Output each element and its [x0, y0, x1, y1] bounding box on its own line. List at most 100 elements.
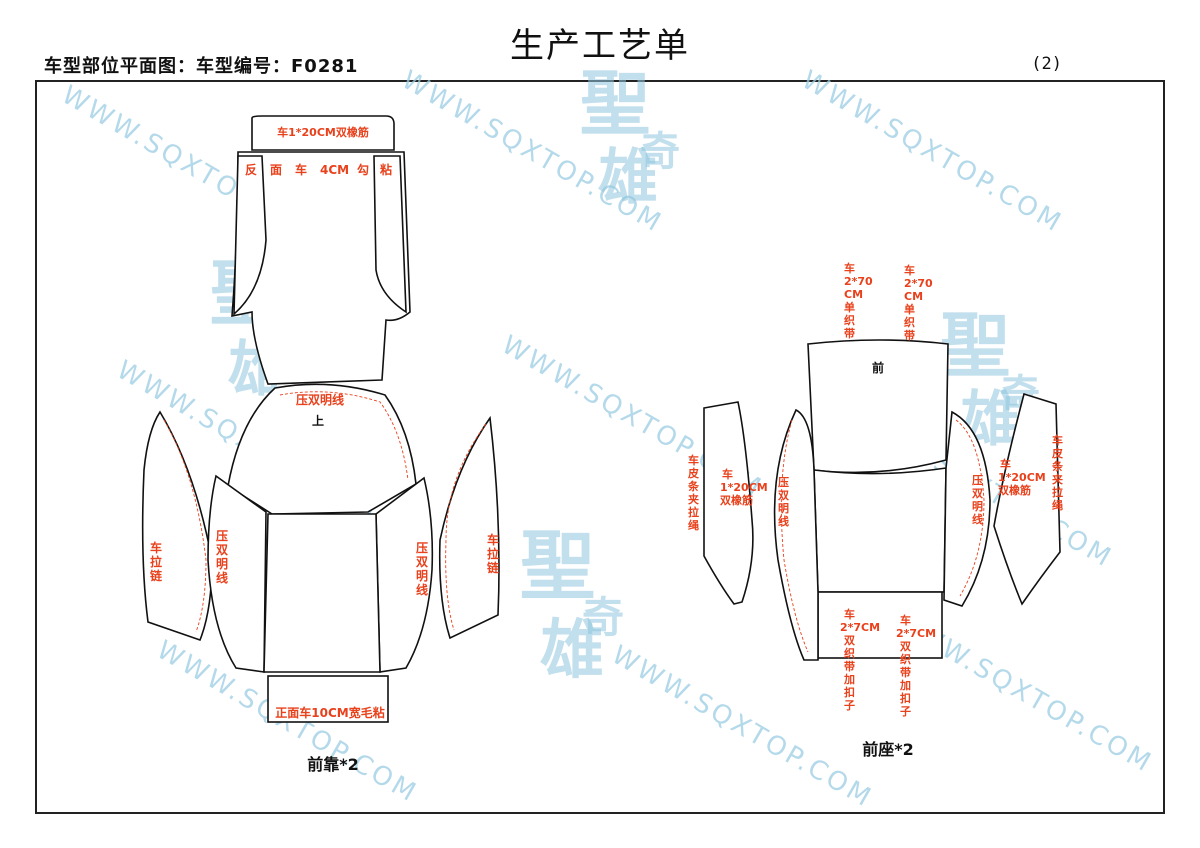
far-right-2: 皮	[1051, 446, 1063, 460]
left-seam-2: 双	[778, 489, 789, 502]
inner-left-label-4: 线	[216, 570, 228, 585]
far-left-3: 条	[687, 479, 700, 493]
far-right-3: 条	[1051, 459, 1064, 473]
inner-right-label-4: 线	[416, 582, 428, 597]
right-elastic-1: 车	[1000, 457, 1011, 471]
far-right-side-panel	[993, 392, 1061, 606]
inner-left-label: 压 双 明 线	[216, 529, 228, 585]
left-wing-label-3: 链	[150, 568, 163, 583]
bottom-left-3: 双	[844, 634, 855, 647]
back-band-label-4: 4CM	[320, 163, 349, 177]
strap-left-1: 车	[844, 261, 855, 275]
far-right-label: 车 皮 条 夹 拉 绳	[1051, 433, 1064, 512]
watermark-logo-1b: 雄	[598, 143, 658, 213]
left-elastic-label: 车 1*20CM 双橡筋	[720, 467, 768, 507]
far-left-label: 车 皮 条 夹 拉 绳	[687, 453, 700, 532]
strap-right-2: 2*70	[904, 277, 933, 290]
watermark-logo-1a: 聖	[580, 62, 650, 145]
bottom-velcro-strip	[267, 675, 389, 723]
far-right-6: 绳	[1052, 498, 1063, 512]
right-wing-label-3: 链	[487, 560, 500, 575]
seat-middle-panel	[813, 467, 947, 593]
watermark-logo-4a: 聖	[940, 304, 1010, 387]
strap-left-6: 带	[844, 326, 855, 340]
back-band-label-5: 勾	[357, 162, 369, 177]
top-elastic-strip	[251, 115, 395, 151]
right-elastic-label: 车 1*20CM 双橡筋	[998, 457, 1046, 497]
inner-left-label-1: 压	[216, 529, 228, 543]
right-seam-2: 双	[972, 487, 983, 500]
bottom-left-label: 车 2*7CM 双 织 带 加 扣 子	[840, 607, 880, 712]
right-elastic-3: 双橡筋	[998, 483, 1031, 497]
left-seam-3: 明	[778, 502, 789, 515]
bottom-right-4: 织	[900, 652, 911, 666]
bottom-left-4: 织	[844, 646, 855, 660]
front-backrest-group	[141, 115, 500, 723]
bottom-left-7: 扣	[844, 685, 855, 699]
upper-panel-seam	[279, 391, 409, 481]
far-left-1: 车	[688, 453, 699, 467]
bottom-left-8: 子	[844, 699, 855, 712]
upper-panel-mark: 上	[312, 413, 324, 428]
inner-right-label-3: 明	[416, 569, 428, 583]
bottom-right-8: 子	[900, 705, 911, 718]
front-seat-group	[703, 339, 1061, 661]
left-elastic-1: 车	[722, 467, 733, 481]
bottom-left-1: 车	[844, 607, 855, 621]
back-panel-right-flap	[373, 155, 407, 314]
right-seam-3: 明	[972, 500, 983, 513]
strap-left-label: 车 2*70 CM 单 织 带	[844, 261, 873, 340]
watermark-url-8: WWW.SQXTOP.COM	[607, 640, 878, 814]
far-right-5: 拉	[1052, 485, 1063, 499]
right-wing-seam	[445, 423, 487, 631]
bottom-right-6: 加	[899, 678, 911, 692]
inner-left-panel	[207, 474, 267, 673]
back-band-labels: 反 面 车 4CM 勾 粘	[245, 162, 392, 177]
far-left-4: 夹	[688, 492, 699, 506]
right-seam-4: 线	[972, 512, 983, 526]
far-left-side-panel	[703, 401, 754, 605]
left-side-seam	[780, 419, 809, 653]
left-wing-label-1: 车	[150, 540, 162, 555]
back-band-label-1: 反	[245, 162, 257, 177]
far-left-5: 拉	[688, 505, 699, 519]
back-band-label-6: 粘	[380, 162, 392, 177]
strap-left-5: 织	[844, 313, 855, 327]
seat-bottom-panel	[817, 591, 943, 659]
inner-left-label-3: 明	[216, 557, 228, 571]
seat-top-mark: 前	[872, 360, 884, 375]
far-left-6: 绳	[688, 518, 699, 532]
backrest-caption: 前靠*2	[307, 755, 359, 774]
inner-left-label-2: 双	[216, 543, 228, 557]
left-elastic-2: 1*20CM	[720, 481, 768, 494]
right-wing-panel	[438, 415, 500, 640]
strap-left-4: 单	[844, 300, 855, 314]
inner-right-label-1: 压	[416, 541, 428, 555]
right-wing-label: 车 拉 链	[487, 532, 500, 575]
inner-right-panel	[375, 476, 434, 673]
strap-right-4: 单	[904, 302, 915, 316]
watermark-logo-3a: 聖	[520, 522, 595, 610]
far-right-1: 车	[1052, 433, 1063, 447]
upper-panel	[227, 383, 417, 515]
watermark-layer: WWW.SQXTOP.COM WWW.SQXTOP.COM WWW.SQXTOP…	[57, 62, 1158, 814]
watermark-logo-1c: 奇	[640, 128, 680, 175]
inner-right-label: 压 双 明 线	[416, 541, 428, 597]
bottom-right-7: 扣	[900, 691, 911, 705]
page-title: 生产工艺单	[510, 26, 690, 66]
strap-right-5: 织	[904, 315, 915, 329]
strap-left-3: CM	[844, 288, 863, 301]
right-wing-label-2: 拉	[487, 546, 499, 561]
strap-right-1: 车	[904, 263, 915, 277]
seat-top-panel	[807, 339, 949, 474]
left-seam-label: 压 双 明 线	[778, 475, 789, 528]
bottom-right-label: 车 2*7CM 双 织 带 加 扣 子	[896, 613, 936, 718]
strap-left-2: 2*70	[844, 275, 873, 288]
watermark-logo-3b: 雄	[540, 613, 604, 688]
left-wing-label: 车 拉 链	[150, 540, 163, 583]
left-seam-4: 线	[778, 514, 789, 528]
top-strip-label: 车1*20CM双橡筋	[277, 125, 369, 139]
back-panel-left-flap	[233, 155, 267, 316]
bottom-right-1: 车	[900, 613, 911, 627]
